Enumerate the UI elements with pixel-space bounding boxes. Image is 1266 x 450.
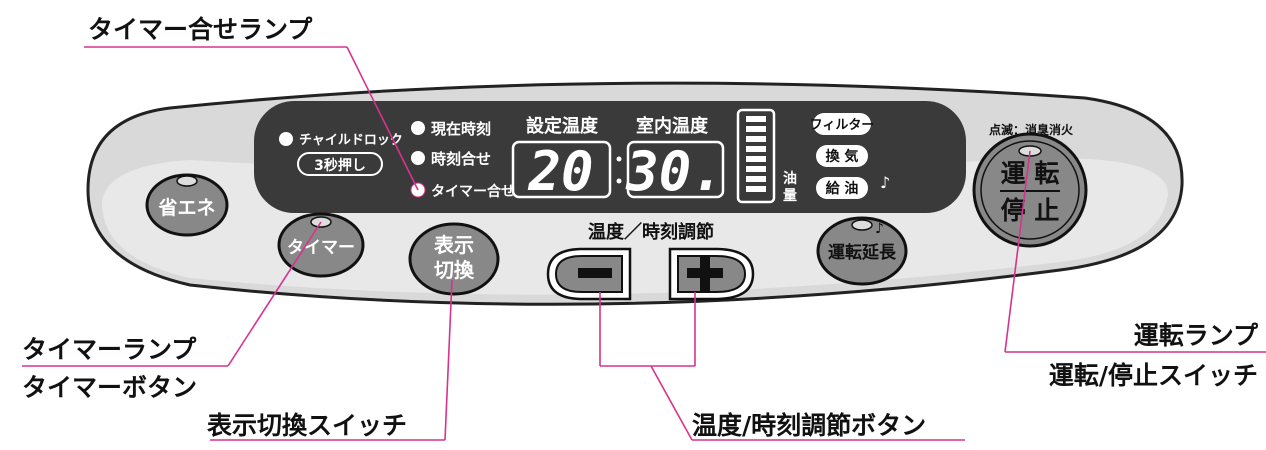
extend-button[interactable]: ♪ 運転延長 [816, 216, 908, 286]
callout-timer-set-lamp: タイマー合せランプ [88, 15, 313, 44]
callout-display-switch: 表示切換スイッチ [207, 411, 407, 440]
filter-label: フィルター [810, 118, 875, 133]
plus-button[interactable] [668, 247, 755, 301]
colon-dot-top [616, 156, 622, 162]
oil-gauge-segments [746, 116, 766, 192]
colon-dot-bottom [616, 178, 622, 184]
time-set-lamp [411, 151, 425, 165]
plus-icon-v [700, 256, 710, 291]
refuel-label: 給 油 [826, 180, 859, 197]
callout-leader-timer-lamp [227, 221, 322, 367]
callout-leader-display-switch [444, 279, 453, 441]
display-switch-button[interactable]: 表示 切換 [408, 222, 500, 296]
set-temp-value: 20 [527, 140, 593, 203]
press-3sec-frame [297, 152, 383, 176]
ventilation-badge [816, 145, 868, 167]
callout-leader-run-lamp [1004, 150, 1031, 353]
blink-note: 点滅：消臭消火 [989, 122, 1074, 137]
run-stop-button[interactable]: 運 転 停 止 [972, 132, 1088, 248]
display-switch-label-2: 切換 [434, 258, 475, 282]
press-3sec-label: 3秒押し [314, 157, 366, 174]
child-lock-label: チャイルドロック [299, 133, 403, 148]
callout-temp-time-buttons: 温度/時刻調節ボタン [692, 411, 926, 440]
timer-button[interactable]: タイマー [277, 212, 365, 278]
callout-run-stop-switch: 運転/停止スイッチ [1049, 361, 1258, 390]
oil-gauge [736, 108, 776, 204]
stop-label: 停 止 [1001, 196, 1060, 225]
minus-button[interactable] [546, 247, 632, 301]
ventilation-label: 換 気 [826, 148, 859, 165]
callout-timer-button: タイマーボタン [22, 373, 197, 402]
callout-leader-timer-set-lamp [346, 46, 419, 191]
current-time-lamp [411, 121, 425, 135]
display-switch-label-1: 表示 [434, 233, 474, 257]
refuel-badge [816, 177, 868, 199]
extend-button-label: 運転延長 [828, 242, 897, 263]
current-time-label: 現在時刻 [431, 120, 491, 138]
oil-label-1: 油 [783, 170, 797, 187]
callout-run-lamp: 運転ランプ [1134, 321, 1259, 350]
set-temp-box [511, 140, 612, 199]
extend-note-icon: ♪ [875, 221, 884, 237]
filter-badge [813, 113, 871, 135]
eco-button[interactable]: 省エネ [145, 173, 229, 237]
note-icon: ♪ [880, 173, 890, 192]
set-temp-label: 設定温度 [526, 115, 599, 137]
room-temp-label: 室内温度 [636, 115, 709, 137]
run-label: 運 転 [1001, 159, 1060, 188]
room-temp-value: 30. [625, 140, 724, 203]
timer-set-label: タイマー合せ [431, 183, 515, 200]
child-lock-lamp [279, 132, 293, 146]
callout-leader-temp-time [650, 365, 693, 441]
minus-icon [578, 268, 612, 278]
time-set-label: 時刻合せ [431, 150, 491, 168]
room-temp-box [626, 140, 725, 199]
callout-timer-lamp: タイマーランプ [22, 335, 197, 364]
adjust-label: 温度／時刻調節 [588, 221, 714, 243]
oil-label-2: 量 [783, 188, 797, 204]
eco-button-label: 省エネ [157, 197, 215, 219]
timer-button-label: タイマー [287, 238, 355, 258]
